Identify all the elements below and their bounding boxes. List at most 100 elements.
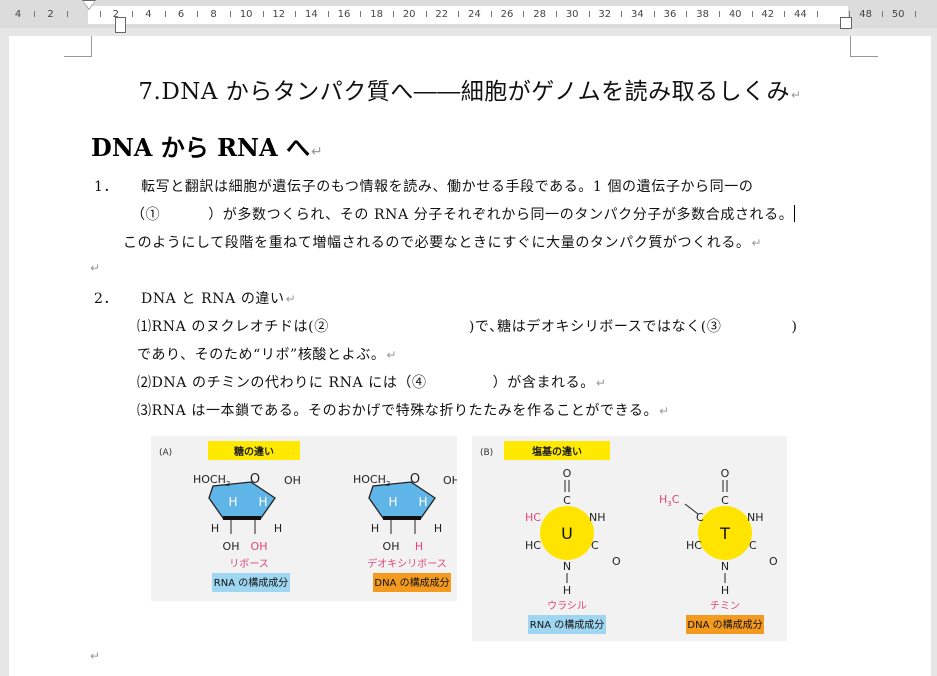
ruler-tick <box>132 11 134 17</box>
item1-text-c: ) <box>791 319 798 335</box>
deoxyribose-top-oh: OH <box>443 474 457 487</box>
ribose-h-left: H <box>211 522 219 535</box>
figure-base-difference[interactable]: (B) 塩基の違い U O C HC NH HC C O N H ウラシル <box>472 436 787 641</box>
item2-text-a: ⑵DNA のチミンの代わりに RNA には（④ <box>137 375 427 391</box>
left-indent-marker[interactable] <box>115 17 126 33</box>
document-title: 7.DNA からタンパク質へ――細胞がゲノムを読み取るしくみ↵ <box>9 72 931 106</box>
thymine-h3c: H3C <box>659 493 680 508</box>
item1-text-b: )で､糖はデオキシリボースではなく(③ <box>468 319 722 335</box>
first-line-indent-marker[interactable] <box>83 1 95 9</box>
ruler-number: 48 <box>859 9 872 20</box>
item1-text-a: ⑴RNA のヌクレオチドは(② <box>137 319 329 335</box>
ribose-bottom-oh-left: OH <box>223 540 240 553</box>
deoxyribose-name: デオキシリボース <box>367 557 447 570</box>
ruler-number: 16 <box>337 9 351 20</box>
para1-line2-text: ）が多数つくられ、その RNA 分子それぞれから同一のタンパク分子が多数合成され… <box>208 207 794 223</box>
ribose-rna-label: RNA の構成成分 <box>214 576 288 589</box>
document-page[interactable]: 7.DNA からタンパク質へ――細胞がゲノムを読み取るしくみ↵ DNA から R… <box>9 36 931 676</box>
ruler-number: 4 <box>14 9 22 20</box>
ruler-number: 28 <box>533 9 546 20</box>
ruler-number: 44 <box>794 9 807 20</box>
ruler-tick <box>164 11 166 17</box>
thymine-top-o: O <box>721 467 730 480</box>
item1-line1: ⑴RNA のヌクレオチドは(② )で､糖はデオキシリボースではなく(③) <box>137 316 798 336</box>
thymine-c-right: C <box>749 539 757 552</box>
uracil-structure: U O C HC NH HC C O N H ウラシル RNA の構成成分 <box>525 467 621 634</box>
ruler-tick <box>458 11 460 17</box>
thymine-dna-label: DNA の構成成分 <box>687 618 762 631</box>
ruler-tick <box>881 11 883 17</box>
thymine-letter: T <box>719 524 730 543</box>
deoxyribose-h-inner-left: H <box>388 495 397 509</box>
thymine-h: H <box>721 584 729 597</box>
ruler-number: 40 <box>728 9 742 20</box>
paragraph-mark: ↵ <box>791 88 802 102</box>
ruler-number: 10 <box>239 9 253 20</box>
ribose-h-inner-right: H <box>258 495 267 509</box>
ribose-h-right: H <box>274 522 282 535</box>
uracil-rna-label-bg <box>528 615 606 634</box>
item3: ⑶RNA は一本鎖である。そのおかげで特殊な折りたたみを作ることができる。↵ <box>137 400 670 420</box>
uracil-c-right: C <box>591 539 599 552</box>
ruler-text-area <box>88 6 848 24</box>
deoxyribose-bottom-h: H <box>415 540 423 553</box>
ruler-tick <box>588 11 590 17</box>
ruler-number: 12 <box>272 9 286 20</box>
thymine-right-o: O <box>769 555 778 568</box>
ruler-tick <box>360 11 362 17</box>
thymine-disc <box>698 506 752 560</box>
ribose-top-oh: OH <box>284 474 301 487</box>
para1-line3: このようにして段階を重ねて増幅されるので必要なときにすぐに大量のタンパク質がつく… <box>123 232 762 252</box>
deoxyribose-bottom-oh: OH <box>383 540 400 553</box>
item1-line2-text: であり、そのため“リボ”核酸とよぶ。 <box>137 347 386 363</box>
paragraph-mark: ↵ <box>285 292 297 306</box>
item1-line2: であり、そのため“リボ”核酸とよぶ。↵ <box>137 344 397 364</box>
uracil-hc-pink: HC <box>525 511 541 524</box>
title-text: 7.DNA からタンパク質へ――細胞がゲノムを読み取るしくみ <box>138 79 791 105</box>
paragraph-mark: ↵ <box>90 261 101 275</box>
ruler-number: 38 <box>696 9 709 20</box>
paragraph-mark: ↵ <box>386 348 398 362</box>
item3-text: ⑶RNA は一本鎖である。そのおかげで特殊な折りたたみを作ることができる。 <box>137 403 659 419</box>
ruler-number: 34 <box>631 9 644 20</box>
ruler-number: 2 <box>47 9 54 20</box>
ribose-name: リボース <box>229 558 269 570</box>
para1-line3-text: このようにして段階を重ねて増幅されるので必要なときにすぐに大量のタンパク質がつく… <box>123 235 751 251</box>
item2-text-b: ）が含まれる。 <box>492 375 595 391</box>
uracil-disc <box>540 506 594 560</box>
empty-paragraph-end: ↵ <box>89 648 101 664</box>
ruler-tick <box>914 11 916 17</box>
ruler-tick <box>262 11 264 17</box>
thymine-c-top: C <box>721 494 729 507</box>
deoxyribose-structure: HOCH2 O OH H H H H OH H デオキシリボース DNA の構成… <box>353 472 460 592</box>
ruler-number: 14 <box>305 9 318 20</box>
panel-b-banner-text: 塩基の違い <box>532 445 582 458</box>
thymine-c-left: C <box>696 511 704 524</box>
ruler-tick <box>229 11 231 17</box>
ruler-tick <box>523 11 525 17</box>
panel-a-banner <box>208 441 300 460</box>
figure-sugar-difference[interactable]: (A) 糖の違い HOCH2 O OH H H H H OH OH リボース <box>151 436 460 601</box>
text-cursor <box>794 205 796 222</box>
para2-heading: 2．DNA と RNA の違い↵ <box>94 288 296 308</box>
para1-line1-text: 転写と翻訳は細胞が遺伝子のもつ情報を読み、働かせる手段である。1 個の遺伝子から… <box>141 179 754 195</box>
thymine-nh: NH <box>747 511 764 524</box>
ruler-number: 26 <box>500 9 514 20</box>
ruler-tick <box>327 11 329 17</box>
right-indent-marker[interactable] <box>840 17 852 29</box>
ruler-number: 6 <box>177 9 185 20</box>
ribose-ring-o: O <box>250 472 260 487</box>
ruler-tick <box>784 11 786 17</box>
ruler-tick <box>99 11 101 17</box>
thymine-hc: HC <box>686 539 702 552</box>
ruler-tick <box>621 11 623 17</box>
para1-number: 1． <box>94 179 119 195</box>
uracil-h: H <box>563 584 571 597</box>
sugar-diagram: (A) 糖の違い HOCH2 O OH H H H H OH OH リボース <box>159 441 460 592</box>
empty-paragraph: ↵ <box>89 260 101 276</box>
deoxyribose-dna-label-bg <box>373 573 451 592</box>
ruler-tick <box>686 11 688 17</box>
paragraph-mark: ↵ <box>659 404 670 418</box>
panel-b-banner <box>504 441 610 460</box>
